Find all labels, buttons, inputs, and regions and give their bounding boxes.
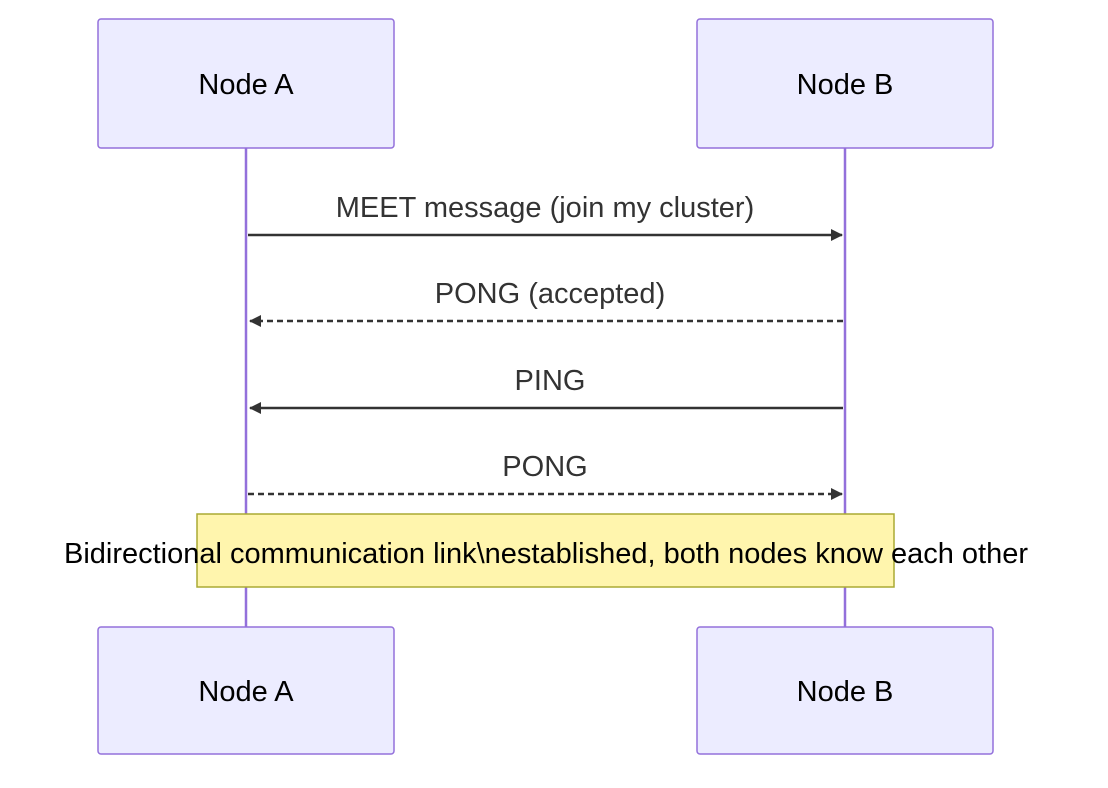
message-ping: PING xyxy=(249,365,843,414)
actor-node-b-top: Node B xyxy=(696,18,994,149)
actor-box xyxy=(97,18,395,149)
actor-node-a-bottom: Node A xyxy=(97,626,395,755)
message-label: PONG (accepted) xyxy=(435,278,665,310)
message-label: PONG xyxy=(502,451,587,483)
message-label: MEET message (join my cluster) xyxy=(336,192,754,224)
message-pong: PONG xyxy=(248,451,843,500)
actor-box xyxy=(696,626,994,755)
actor-node-a-top: Node A xyxy=(97,18,395,149)
actor-label: Node A xyxy=(198,676,294,708)
actor-box xyxy=(696,18,994,149)
actor-label: Node B xyxy=(797,69,894,101)
note-box xyxy=(196,513,895,588)
message-pong-accepted: PONG (accepted) xyxy=(249,278,843,327)
message-meet: MEET message (join my cluster) xyxy=(248,192,843,241)
note-over-nodes: Bidirectional communication link\nestabl… xyxy=(64,513,1028,588)
actor-label: Node B xyxy=(797,676,894,708)
actor-box xyxy=(97,626,395,755)
actor-label: Node A xyxy=(198,69,294,101)
note-text: Bidirectional communication link\nestabl… xyxy=(64,538,1028,570)
actor-node-b-bottom: Node B xyxy=(696,626,994,755)
message-label: PING xyxy=(515,365,586,397)
